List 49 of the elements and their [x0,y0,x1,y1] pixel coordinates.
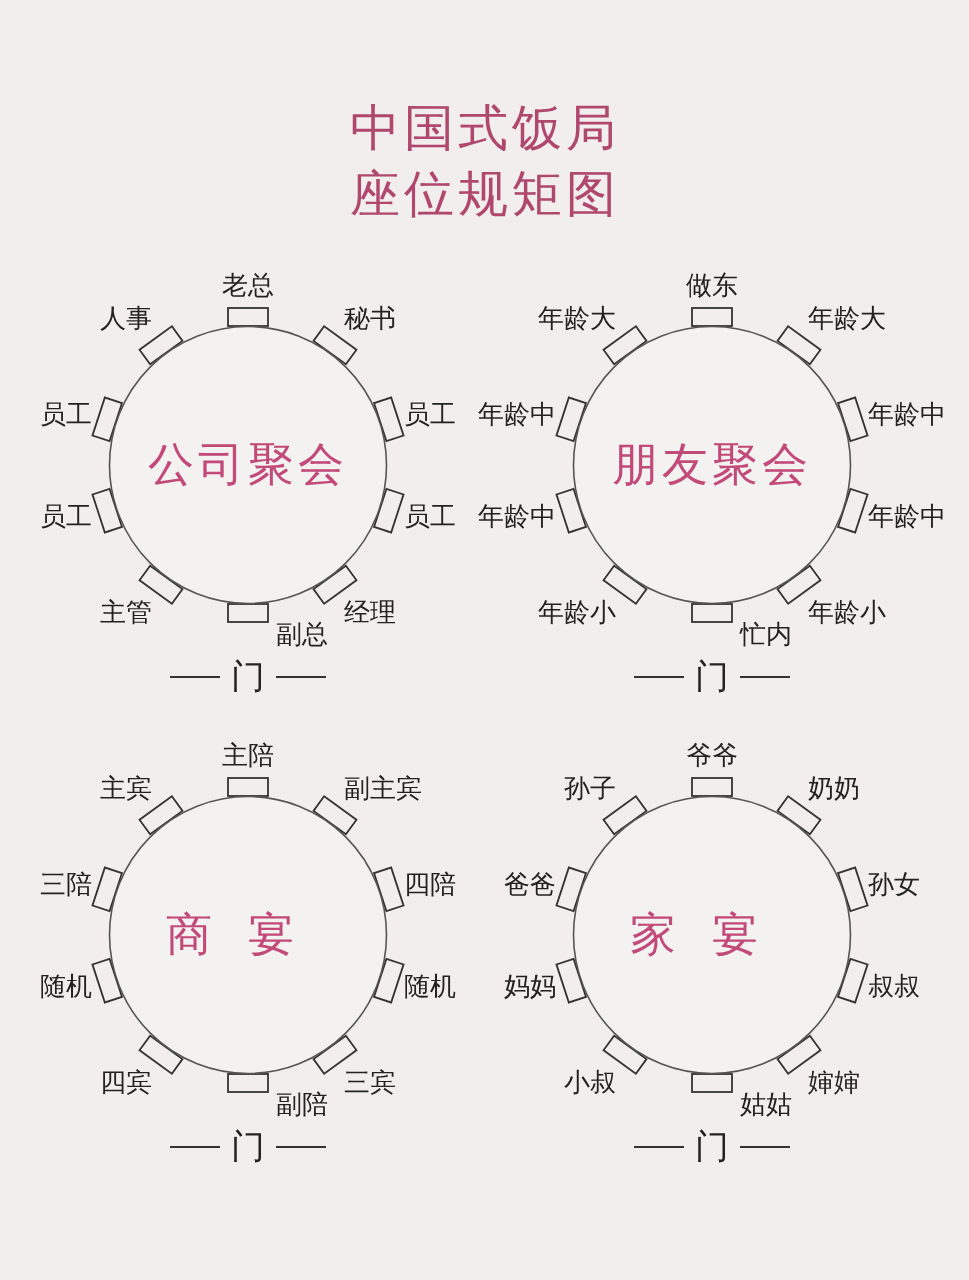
table-label: 公司聚会 [147,436,349,493]
door-label: 门 [695,655,729,698]
seat-label: 小叔 [563,1064,616,1100]
door-label: 门 [231,655,265,698]
seat-label: 年龄小 [537,594,616,630]
seat-label: 秘书 [344,300,397,336]
seat-label: 爸爸 [504,866,556,902]
seat-label: 经理 [344,594,397,630]
title: 中国式饭局座位规矩图 [349,98,620,225]
seat-label: 副主宾 [344,770,423,806]
seat-label: 姑姑 [740,1087,792,1122]
seat-label: 叔叔 [868,968,920,1004]
seat-label: 年龄大 [808,300,887,336]
seat-label: 孙子 [563,770,616,806]
seat-label: 年龄中 [868,396,946,432]
seat-label: 三宾 [344,1064,397,1100]
seat-label: 副陪 [276,1087,328,1122]
seat-label: 员工 [404,396,456,432]
seat-label: 年龄中 [478,396,556,432]
door-label: 门 [231,1125,265,1168]
seat-label: 主管 [99,594,152,630]
seat-label: 三陪 [40,866,92,902]
seat-label: 员工 [40,498,92,534]
seat-label: 随机 [404,968,456,1004]
seat-label: 妈妈 [504,968,556,1004]
seat-label: 主陪 [222,738,274,773]
seat-label: 随机 [40,968,92,1004]
seat-label: 做东 [686,268,738,303]
seat-label: 四宾 [99,1064,152,1100]
seat-label: 主宾 [99,770,152,806]
seat-label: 孙女 [868,866,920,902]
seat-label: 年龄大 [537,300,616,336]
seat-label: 人事 [99,300,152,336]
table-label: 商宴 [165,906,331,963]
seat-label: 年龄中 [868,498,946,534]
table-label: 家宴 [629,906,795,963]
seat-label: 婶婶 [808,1064,861,1100]
door-label: 门 [695,1125,729,1168]
seat-label: 员工 [40,396,92,432]
seat-label: 老总 [222,268,274,303]
seat-label: 爷爷 [686,738,738,773]
seat-label: 年龄小 [808,594,887,630]
seat-label: 四陪 [404,866,456,902]
seat-label: 忙内 [740,617,792,652]
seat-label: 副总 [276,617,328,652]
table-label: 朋友聚会 [611,436,813,493]
seat-label: 奶奶 [808,770,861,806]
seat-label: 年龄中 [478,498,556,534]
seat-label: 员工 [404,498,456,534]
